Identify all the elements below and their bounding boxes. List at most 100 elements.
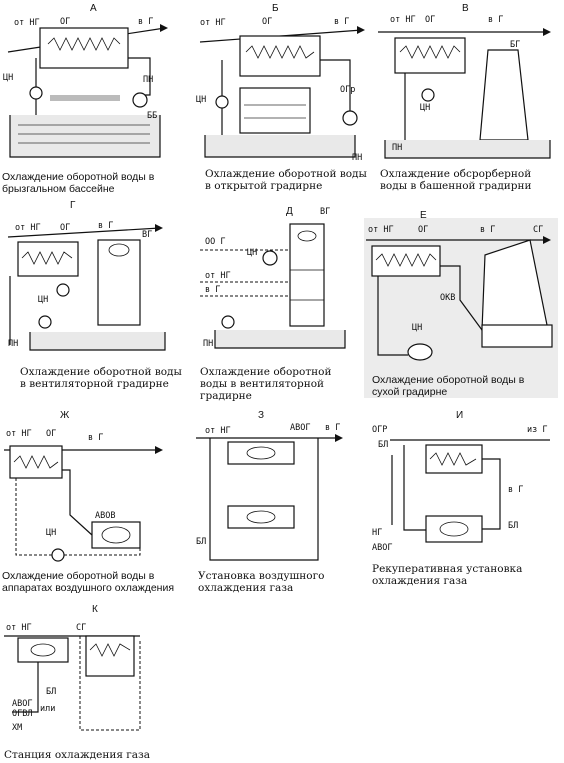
panel-a-label-5: ББ xyxy=(147,111,157,121)
panel-zh-avo xyxy=(91,521,141,549)
panel-a: А от НГ ОГ в Г ЦН ПН ББ xyxy=(3,3,168,158)
panel-g-label-0: от НГ xyxy=(15,223,41,233)
panel-v-label-5: ПН xyxy=(392,143,402,153)
panel-g-tower xyxy=(97,239,141,326)
panel-i-label-3: в Г xyxy=(508,485,523,495)
panel-z-avo-top xyxy=(227,441,295,465)
panel-a-label-2: в Г xyxy=(138,17,153,27)
panel-d-label-2: от НГ xyxy=(205,271,231,281)
panel-e-label-5: ЦН xyxy=(412,323,422,333)
panel-b-label-5: ПН xyxy=(352,153,362,163)
panel-i-right-pipe xyxy=(482,458,501,530)
panel-z-label-2: в Г xyxy=(325,423,340,433)
panel-k: К от НГ СГ БЛ АВОГ ОГВЛ или ХМ xyxy=(4,604,141,733)
panel-b-cooler xyxy=(239,35,321,77)
panel-z-label-0: от НГ xyxy=(205,426,231,436)
panel-g-gas-line xyxy=(7,227,161,238)
panel-k-label-4: ОГВЛ xyxy=(12,709,32,719)
panel-d-pump-pn xyxy=(221,315,235,329)
panel-i-label-6: БЛ xyxy=(508,521,518,531)
panel-b-label-4: ОГр xyxy=(340,85,355,95)
panel-i: И ОГР БЛ из Г в Г НГ АВОГ БЛ xyxy=(372,410,550,553)
panel-d: Д ОО Г ВГ от НГ в Г ЦН ПН xyxy=(200,206,346,349)
panel-e-cooler xyxy=(371,245,441,277)
panel-zh-label-3: АВОВ xyxy=(95,511,115,521)
panel-i-label-5: АВОГ xyxy=(372,543,392,553)
panel-g-pump-pn xyxy=(38,315,52,329)
panel-b-pump-pn xyxy=(342,110,358,126)
panel-v: В от НГ ОГ в Г БГ ЦН ПН xyxy=(378,3,551,159)
panel-d-label-1: ВГ xyxy=(320,207,330,217)
panel-i-label-4: НГ xyxy=(372,528,382,538)
panel-d-caption: Охлаждение оборотной воды в вентиляторно… xyxy=(200,366,332,402)
panel-d-pump-cn xyxy=(262,250,278,266)
panel-i-avo xyxy=(425,515,483,543)
panel-v-basin xyxy=(385,140,550,158)
panel-a-arrow xyxy=(160,24,168,32)
panel-a-label-1: ОГ xyxy=(60,17,70,27)
panel-a-pump-cn xyxy=(29,86,43,100)
panel-b-basin xyxy=(205,135,355,157)
panel-i-letter: И xyxy=(456,410,463,421)
panel-zh-caption: Охлаждение оборотной воды в аппаратах во… xyxy=(2,570,175,594)
panel-zh-letter: Ж xyxy=(60,410,70,421)
panel-zh-cooler xyxy=(9,445,63,479)
panel-k-dashed-loop xyxy=(79,636,141,731)
panel-b-label-0: от НГ xyxy=(200,18,226,28)
panel-i-label-2: из Г xyxy=(527,425,547,435)
panel-i-left-pipe xyxy=(403,445,426,531)
panel-zh: Ж от НГ ОГ в Г АВОВ ЦН xyxy=(4,410,163,562)
panel-e-exchanger xyxy=(481,324,553,348)
panel-z: З от НГ АВОГ в Г БЛ xyxy=(196,410,343,561)
panel-a-cooler xyxy=(39,27,129,69)
panel-zh-label-0: от НГ xyxy=(6,429,32,439)
panel-b-pump-cn xyxy=(215,95,229,109)
panel-e-label-3: СГ xyxy=(533,225,543,235)
panel-b-label-1: ОГ xyxy=(262,17,272,27)
panel-e-label-0: от НГ xyxy=(368,225,394,235)
panel-zh-supply-pipe xyxy=(62,469,93,536)
panel-k-label-3: АВОГ xyxy=(12,699,32,709)
panel-zh-label-4: ЦН xyxy=(46,528,56,538)
panel-z-label-1: АВОГ xyxy=(290,423,310,433)
panel-z-avo-bottom xyxy=(227,505,295,529)
panel-a-pump-pn xyxy=(132,92,148,108)
panel-a-spray xyxy=(50,95,120,101)
panel-d-label-4: ЦН xyxy=(247,248,257,258)
panel-i-label-1: БЛ xyxy=(378,440,388,450)
panel-g-label-4: ЦН xyxy=(38,295,48,305)
panel-b: Б от НГ ОГ в Г ЦН ОГр ПН xyxy=(196,3,365,163)
panel-g-label-2: в Г xyxy=(98,221,113,231)
panel-e-letter: Е xyxy=(420,210,427,221)
panel-g-basin xyxy=(30,332,165,350)
panel-z-caption: Установка воздушного охлаждения газа xyxy=(198,570,325,594)
panel-v-label-4: ЦН xyxy=(420,103,430,113)
panel-g-pump-cn xyxy=(56,283,70,297)
panel-v-pump-cn xyxy=(421,88,435,102)
panel-e-label-2: в Г xyxy=(480,225,495,235)
panel-k-left-pipe xyxy=(12,662,39,713)
panel-b-letter: Б xyxy=(272,3,279,14)
panel-z-frame xyxy=(209,438,319,561)
panel-v-caption: Охлаждение обсрорберной воды в башенной … xyxy=(380,168,532,192)
panel-k-letter: К xyxy=(92,604,98,615)
panel-k-exchanger xyxy=(85,635,135,677)
panel-b-tower xyxy=(239,87,311,134)
panel-d-tower xyxy=(289,223,325,327)
panel-e: Е от НГ ОГ в Г СГ ОКВ ЦН xyxy=(364,210,558,398)
panel-g-label-1: ОГ xyxy=(60,223,70,233)
panel-k-avo xyxy=(17,637,69,663)
panel-k-label-0: от НГ xyxy=(6,623,32,633)
panel-g-letter: Г xyxy=(70,200,76,211)
panel-z-letter: З xyxy=(258,410,264,421)
panel-v-letter: В xyxy=(462,3,469,14)
panel-v-label-0: от НГ xyxy=(390,15,416,25)
panel-e-label-1: ОГ xyxy=(418,225,428,235)
panel-b-label-2: в Г xyxy=(334,17,349,27)
panel-zh-label-2: в Г xyxy=(88,433,103,443)
panel-d-label-5: ПН xyxy=(203,339,213,349)
panel-v-label-3: БГ xyxy=(510,40,520,50)
panel-d-basin xyxy=(215,330,345,348)
panel-k-label-6: ХМ xyxy=(12,723,22,733)
